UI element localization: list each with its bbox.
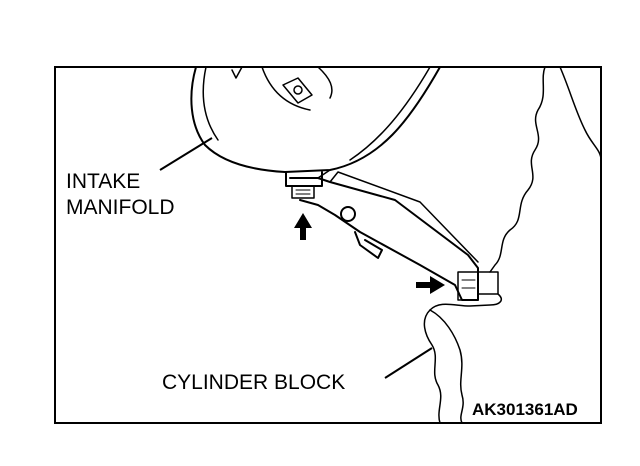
cylinder-block-label: CYLINDER BLOCK [162,371,346,394]
cylinder-block [423,67,601,423]
manifold-stay-bracket [289,169,499,301]
intake-manifold-label-line2: MANIFOLD [66,196,175,219]
intake-leader-line [159,137,213,171]
block-leader-line [384,347,433,379]
intake-manifold [190,67,441,187]
intake-manifold-label-line1: INTAKE [66,170,141,193]
diagram-frame [54,66,602,424]
up-arrow-icon [294,213,312,240]
figure-code-label: AK301361AD [472,400,578,419]
right-arrow-icon [416,276,445,294]
